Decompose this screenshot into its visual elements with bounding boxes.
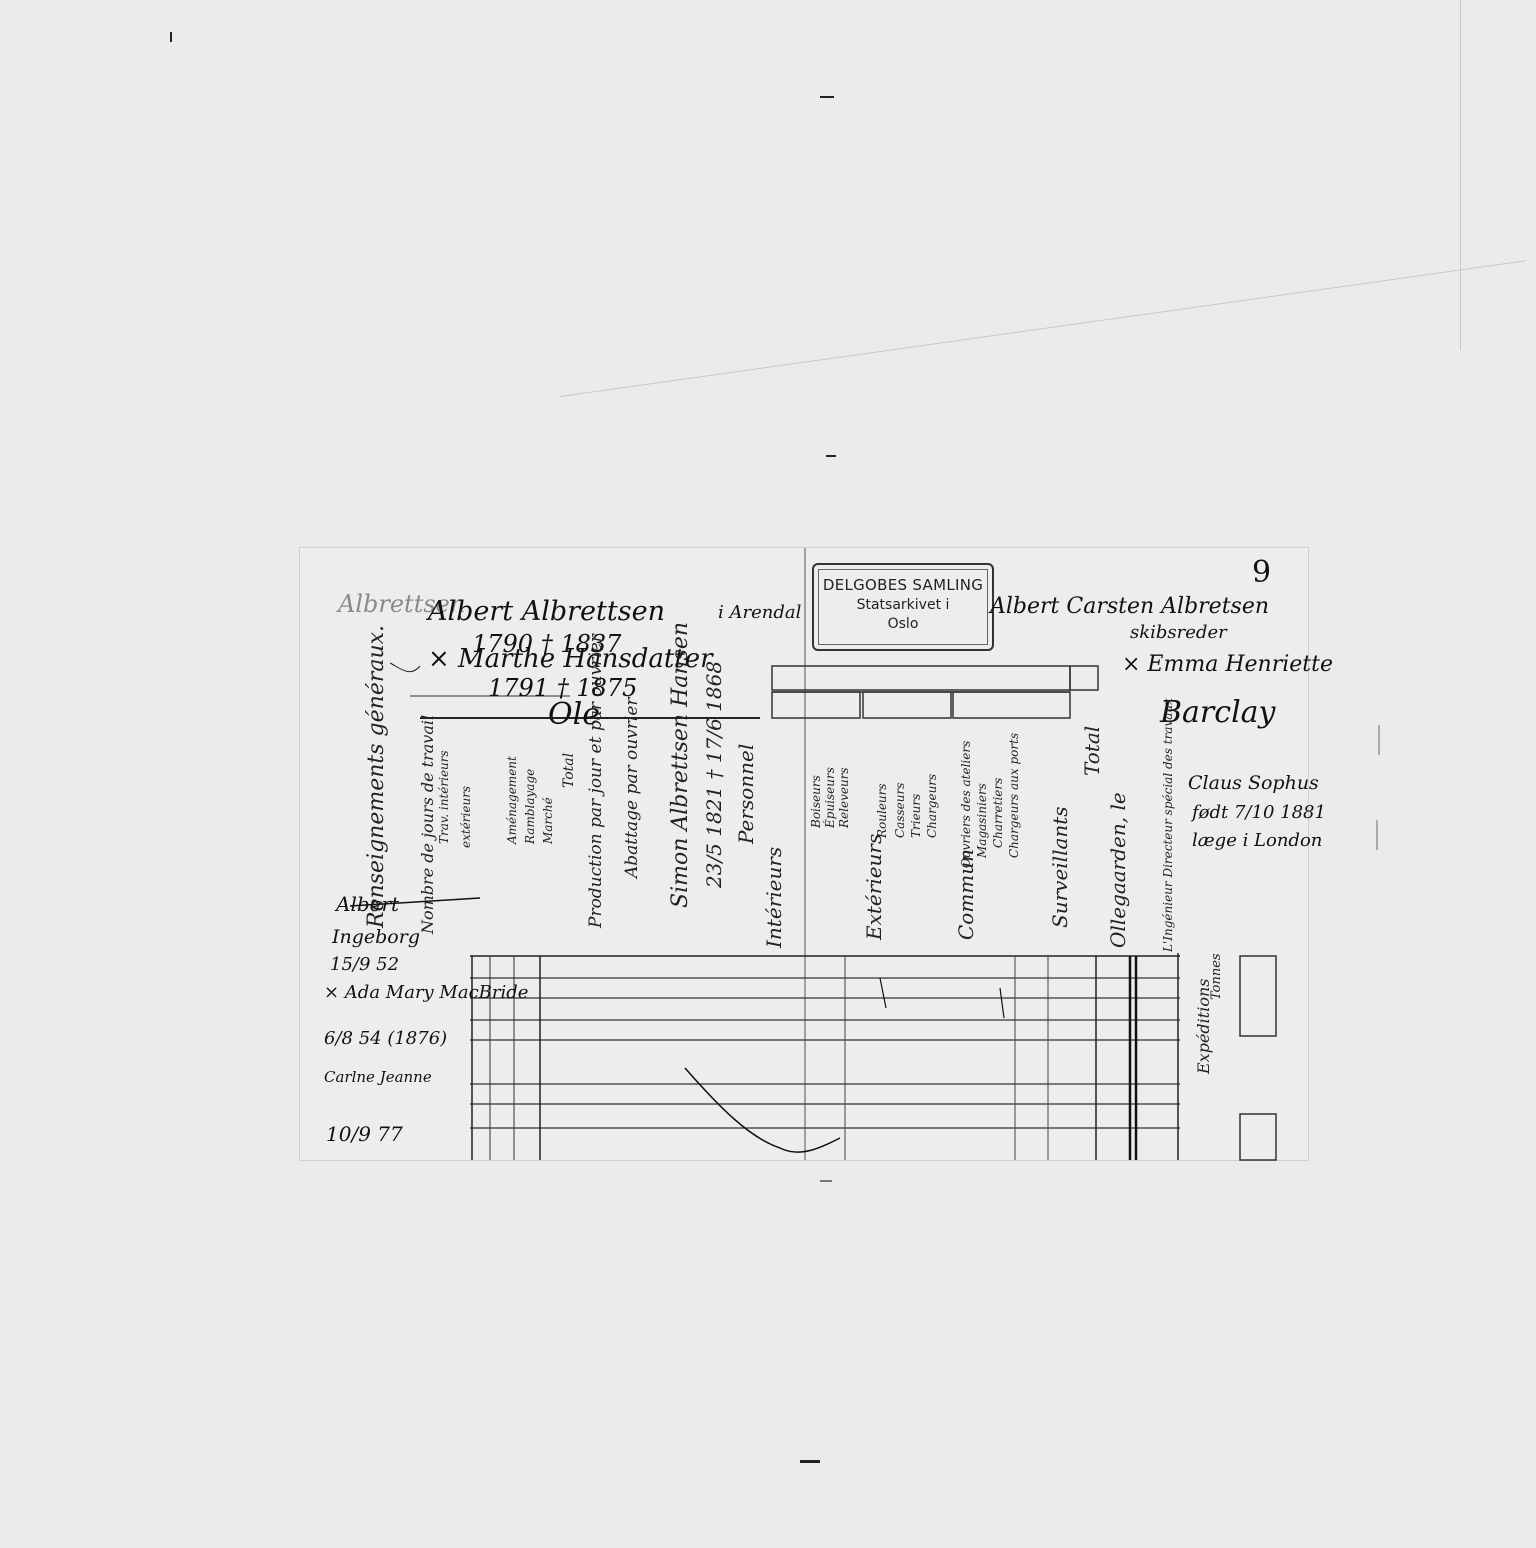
fold-line (1460, 0, 1461, 350)
header-travaux-2: extérieurs (459, 785, 473, 848)
header-commun-col-1: Ouvriers des ateliers (959, 740, 973, 868)
stamp-title: DELGOBES SAMLING (822, 576, 984, 594)
header-personnel: Personnel (734, 743, 758, 844)
bottom-entry-5: 6/8 54 (1876) (324, 1028, 448, 1049)
scan-mark (826, 455, 836, 457)
right-entry-child-dates: født 7/10 1881 (1192, 802, 1326, 823)
bottom-entry-7: 10/9 77 (326, 1122, 403, 1146)
right-entry-spouse: × Emma Henriette (1122, 652, 1333, 677)
header-jours: Nombre de jours de travail (418, 714, 437, 934)
form-grid (349, 548, 1277, 1161)
left-entry-spouse-dates: 1791 † 1875 (488, 674, 638, 702)
bottom-entry-2: Ingeborg (332, 926, 420, 948)
header-interieurs-col-1: Boiseurs (809, 775, 823, 828)
right-entry-title: skibsreder (1130, 622, 1227, 643)
header-exterieurs-col-3: Trieurs (909, 793, 923, 838)
left-entry-child-dates: 23/5 1821 † 17/6 1868 (702, 660, 726, 888)
fold-line (560, 260, 1527, 397)
scan-mark (1376, 820, 1378, 850)
archive-card: DELGOBES SAMLING Statsarkivet i Oslo 9 A… (300, 548, 1333, 1161)
right-entry-child: Claus Sophus (1188, 772, 1319, 794)
header-travaux-3: Aménagement (505, 756, 519, 844)
header-exterieurs-col-1: Rouleurs (875, 783, 889, 838)
header-interieurs-col-3: Releveurs (837, 767, 851, 828)
right-entry-spouse-surname: Barclay (1160, 695, 1276, 730)
scan-mark (800, 1460, 820, 1463)
scan-mark (1378, 725, 1380, 755)
left-entry-place: i Arendal (718, 602, 802, 623)
header-exterieurs: Extérieurs (862, 833, 886, 940)
right-entry-name: Albert Carsten Albretsen (990, 594, 1270, 619)
scan-mark (820, 96, 834, 98)
scan-mark (170, 32, 172, 42)
header-travaux-5: Marché (541, 797, 555, 844)
header-travaux-1: Trav. intérieurs (437, 750, 451, 844)
header-exterieurs-col-4: Chargeurs (925, 773, 939, 838)
left-entry-dates: 1790 † 1837 (472, 630, 622, 658)
header-interieurs: Intérieurs (762, 846, 786, 948)
header-total: Total (1080, 725, 1104, 776)
stamp-subtitle: Statsarkivet i (856, 597, 950, 613)
header-tonnes: Tonnes (1209, 953, 1224, 1000)
header-date-line: Ollegaarden, le (1106, 792, 1130, 948)
header-travaux-6: Total (561, 752, 577, 788)
left-entry-child: Ole (548, 697, 600, 732)
header-surveillants: Surveillants (1048, 806, 1072, 928)
left-entry-child-name: Simon Albrettsen Hansen (668, 621, 693, 908)
right-entry-child-note: læge i London (1192, 830, 1323, 851)
header-exterieurs-col-2: Casseurs (893, 782, 907, 838)
header-travaux-4: Ramblayage (523, 768, 537, 844)
header-abattage: Abattage par ouvrier (622, 697, 642, 878)
header-commun-col-2: Magasiniers (975, 783, 989, 858)
stamp-city: Oslo (887, 616, 919, 632)
header-ingenieur: L'Ingénieur Directeur spécial des travau… (1161, 698, 1175, 952)
left-entry-spouse: × Marthe Hansdatter (428, 644, 713, 674)
fold-line (820, 1180, 832, 1182)
bottom-entry-6: Carlne Jeanne (324, 1068, 432, 1086)
margin-surname: Albrettsen (338, 590, 466, 618)
bottom-entry-3: 15/9 52 (330, 954, 400, 975)
header-interieurs-col-2: Épuiseurs (823, 767, 837, 828)
page-number: 9 (1252, 555, 1272, 590)
header-production: Production par jour et par ouvrier (586, 634, 606, 928)
header-commun-col-4: Chargeurs aux ports (1007, 732, 1021, 858)
header-commun-col-3: Charretiers (991, 777, 1005, 848)
header-renseignements: Renseignements généraux. (364, 624, 389, 928)
left-entry-name: Albert Albrettsen (428, 596, 665, 627)
archive-stamp: DELGOBES SAMLING Statsarkivet i Oslo (812, 563, 994, 651)
bottom-entry-1: Albert (336, 892, 400, 916)
bottom-entry-4: × Ada Mary MacBride (324, 982, 529, 1003)
